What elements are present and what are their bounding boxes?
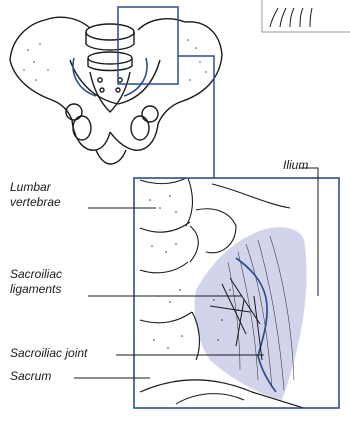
label-sacroiliac-joint: Sacroiliac joint xyxy=(10,346,87,361)
inset-fragment xyxy=(262,0,350,32)
pelvis-overview xyxy=(10,17,222,164)
detail-panel xyxy=(134,178,339,408)
label-sacroiliac-ligaments: Sacroiliac ligaments xyxy=(10,267,62,297)
label-sacrum: Sacrum xyxy=(10,369,51,384)
label-ilium: Ilium xyxy=(283,158,308,173)
label-lumbar-vertebrae: Lumbar vertebrae xyxy=(10,180,61,210)
